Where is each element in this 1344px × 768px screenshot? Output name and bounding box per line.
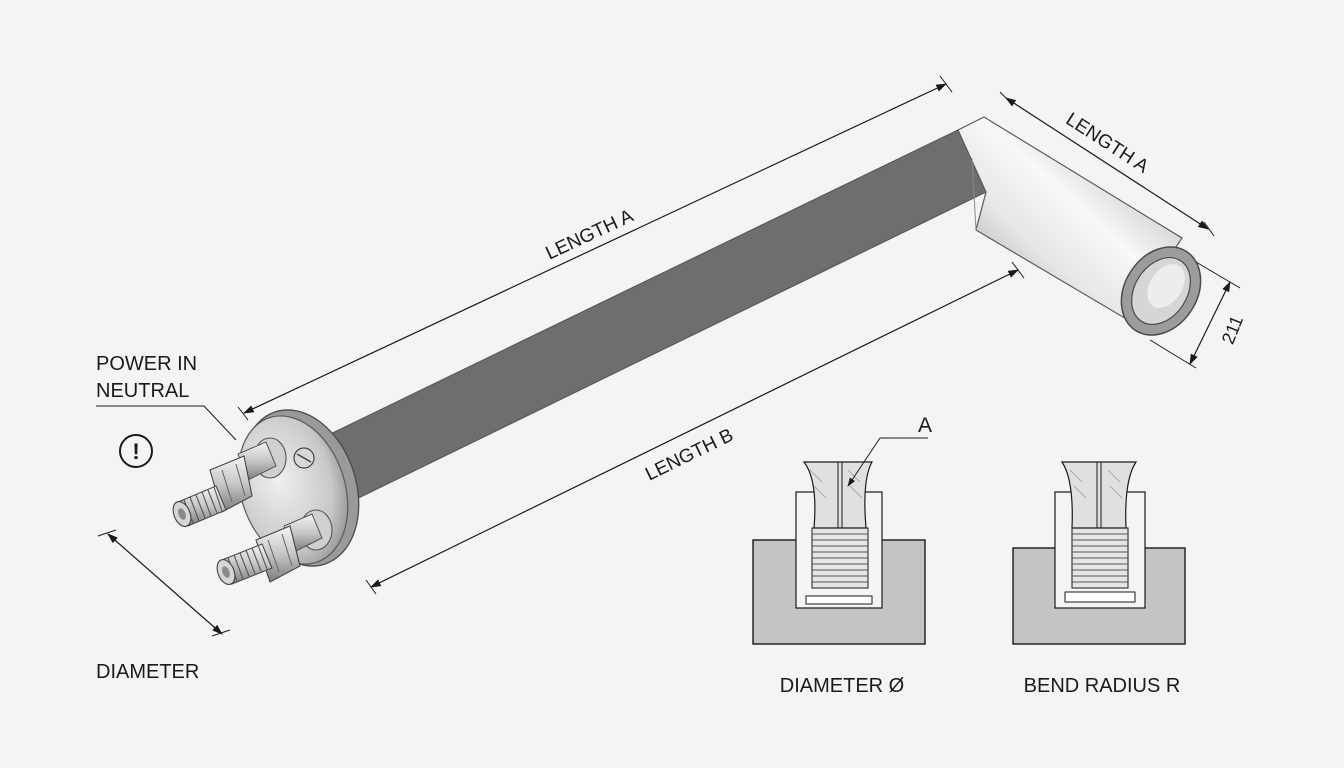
length-b-label: LENGTH B xyxy=(642,425,737,486)
detail-a-label: A xyxy=(918,414,932,437)
neutral-label: NEUTRAL xyxy=(96,380,189,402)
diameter-symbol-caption: DIAMETER Ø xyxy=(780,675,904,697)
leg-end-dimension-label: 211 xyxy=(1218,313,1247,347)
warning-circle-icon: ! xyxy=(119,434,153,468)
diameter-label: DIAMETER xyxy=(96,661,199,683)
terminal-power-in xyxy=(172,437,287,527)
detail-section-a: A DIAMETER Ø xyxy=(752,414,932,697)
heater-main-tube xyxy=(317,129,987,505)
power-in-label: POWER IN xyxy=(96,353,197,375)
bend-radius-caption: BEND RADIUS R xyxy=(1024,675,1181,697)
callout-power-neutral: POWER IN NEUTRAL xyxy=(96,353,237,441)
warning-symbol: ! xyxy=(132,439,139,464)
flange-screw xyxy=(293,447,315,469)
terminal-neutral xyxy=(216,509,333,585)
detail-section-bend-radius: BEND RADIUS R xyxy=(1012,461,1186,697)
dimension-diameter: DIAMETER xyxy=(96,529,231,683)
tube-open-end xyxy=(1120,246,1202,336)
